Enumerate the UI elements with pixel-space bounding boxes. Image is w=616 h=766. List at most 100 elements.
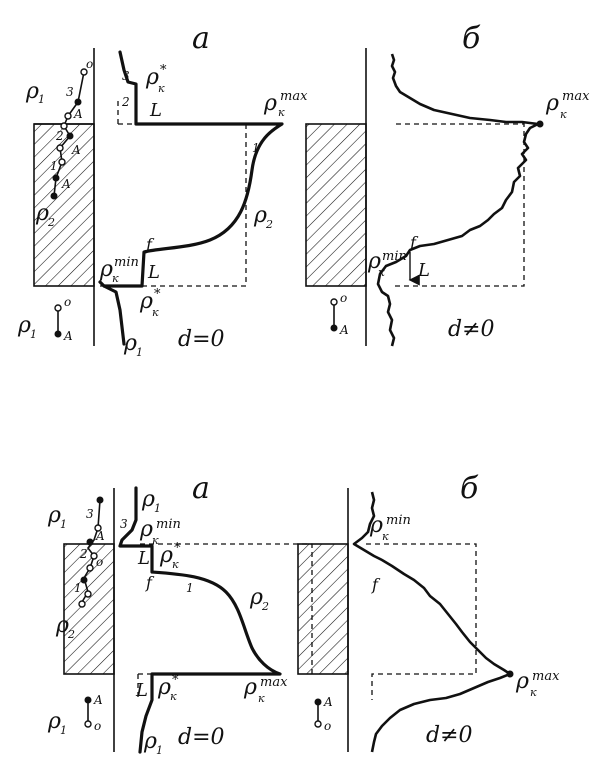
top-a-legend-A: A: [63, 329, 73, 343]
top-a-site-label-A: A: [71, 143, 81, 157]
bottom-b-legend-A: A: [323, 695, 333, 709]
top-b-profile-curve: [376, 53, 540, 347]
bottom-a-label-L-upper: L: [137, 548, 150, 569]
top-a-caption: d=0: [178, 327, 225, 352]
bottom-a-sub-k: к: [172, 558, 179, 571]
top-a-site-label-A: A: [73, 107, 83, 121]
top-b-label-f: f: [409, 233, 419, 252]
top-b-sup-min: min: [382, 249, 407, 264]
top-a-legend-site: [54, 304, 62, 338]
top-a-rho2-hatch-sub: 2: [47, 216, 55, 229]
top-a-sub-k: к: [278, 106, 285, 119]
top-b-caption: d≠0: [448, 317, 495, 342]
top-a-site-dot: [66, 132, 74, 140]
bottom-a-caption: d=0: [178, 725, 225, 750]
top-a-site-dot: [52, 174, 60, 182]
bottom-a-site-chain: [78, 496, 104, 608]
bottom-b-sub-k: к: [382, 530, 389, 543]
bottom-a-rho1-upper: ρ: [47, 503, 61, 528]
top-a-site-dot: [50, 192, 58, 200]
bottom-b-profile-curve: [352, 491, 512, 753]
top-a-label-L-upper: L: [149, 100, 162, 121]
bottom-b-hatched-region: [297, 543, 349, 675]
bottom-a-sub-k: к: [258, 692, 265, 705]
bottom-a-rho-k-star-upper: ρ: [159, 543, 173, 568]
bottom-b-sup-max: max: [532, 669, 560, 684]
bottom-b-max-point: [506, 670, 514, 678]
bottom-a-rho2-sub: 2: [261, 600, 269, 613]
bottom-a-rho1-top-sub: 1: [154, 502, 161, 515]
top-panel-b-letter: б: [462, 21, 481, 56]
bottom-a-rho-k-star-lower: ρ: [157, 675, 171, 700]
top-a-hatched-region: [33, 123, 95, 287]
bottom-a-rho-k-max: ρ: [243, 675, 257, 700]
top-a-site-ring: [64, 112, 72, 120]
top-b-legend-A: A: [339, 323, 349, 337]
bottom-a-site-label-3: 3: [86, 507, 94, 521]
bottom-a-legend-site: [84, 696, 92, 728]
bottom-a-label-f: f: [145, 573, 155, 592]
top-a-site-ring: [80, 68, 88, 76]
bottom-b-sub-k: к: [530, 686, 537, 699]
top-a-sub-k: к: [152, 306, 159, 319]
top-a-rho2: ρ: [253, 203, 267, 228]
bottom-a-sup-star: *: [174, 541, 181, 556]
bottom-a-sup-star: *: [172, 673, 179, 688]
top-a-rho-k-max: ρ: [263, 91, 277, 116]
top-b-legend-site: [330, 298, 338, 332]
bottom-a-rho1-top: ρ: [141, 487, 155, 512]
top-a-profile-curve: [102, 50, 284, 346]
bottom-a-rho2: ρ: [249, 585, 263, 610]
top-b-legend-o: o: [340, 291, 347, 305]
top-a-site-label-3: 3: [66, 85, 74, 99]
top-b-dash-box: [392, 123, 525, 287]
top-a-rho-k-star-upper: ρ: [145, 65, 159, 90]
top-a-rho1-lower: ρ: [17, 313, 31, 338]
top-a-site-label-o: o: [86, 57, 93, 71]
top-b-rho-k-max: ρ: [545, 91, 559, 116]
top-b-sup-max: max: [562, 89, 590, 104]
bottom-a-rho2-hatch-sub: 2: [67, 628, 75, 641]
top-a-rho1-upper: ρ: [25, 79, 39, 104]
bottom-a-profile-curve: [118, 486, 282, 754]
bottom-a-sup-max: max: [260, 675, 288, 690]
bottom-a-site-label-2: 2: [79, 547, 88, 561]
top-a-site-dot: [74, 98, 82, 106]
top-a-sup-max: max: [280, 89, 308, 104]
top-a-label-f: f: [145, 235, 155, 254]
top-b-max-point: [536, 120, 544, 128]
top-b-sub-k: к: [560, 108, 567, 121]
top-b-sub-k: к: [378, 266, 385, 279]
top-a-num2: 2: [121, 95, 130, 109]
bottom-panel-a-letter: a: [192, 471, 210, 506]
top-a-site-label-1: 1: [50, 159, 58, 173]
bottom-a-sup-min: min: [156, 517, 181, 532]
top-a-site-ring: [58, 158, 66, 166]
top-a-label-L-lower: L: [147, 262, 160, 283]
bottom-a-rho1-lower-sub: 1: [60, 724, 67, 737]
top-a-sub-k: к: [112, 272, 119, 285]
bottom-a-legend-o: o: [94, 719, 101, 733]
bottom-a-rho1-lower: ρ: [47, 709, 61, 734]
bottom-figure: a б ρ 1 ρ 2 ρ 1 3 A 2 o 1 A: [47, 471, 560, 757]
bottom-b-sup-min: min: [386, 513, 411, 528]
bottom-a-site-label-o: o: [96, 555, 103, 569]
top-a-sup-star: *: [154, 287, 161, 302]
bottom-a-num3: 3: [120, 517, 128, 531]
top-a-rho2-sub: 2: [265, 218, 273, 231]
top-a-legend-o: o: [64, 295, 71, 309]
bottom-b-legend-site: [314, 698, 322, 728]
bottom-b-caption: d≠0: [426, 723, 473, 748]
top-b-label-L: L: [417, 260, 430, 281]
top-a-site-ring: [56, 144, 64, 152]
bottom-a-sub-k: к: [152, 534, 159, 547]
bottom-a-rho1-bottom: ρ: [143, 729, 157, 754]
top-a-rho1-upper-sub: 1: [38, 93, 45, 106]
top-a-rho1-lower-sub: 1: [30, 328, 37, 341]
top-a-sup-star: *: [160, 63, 167, 78]
top-a-rho1-bottom: ρ: [123, 331, 137, 356]
bottom-a-site-label-A: A: [95, 529, 105, 543]
bottom-b-dash-box: [366, 543, 477, 700]
